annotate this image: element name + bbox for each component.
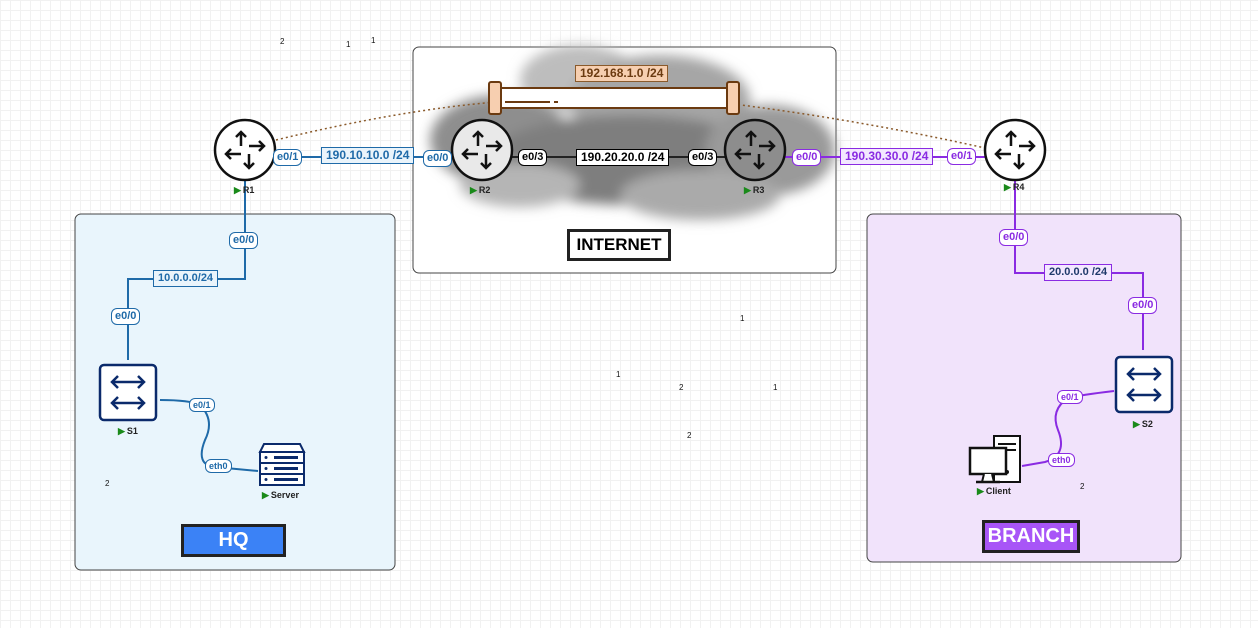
play-triangle-icon: ▶	[744, 185, 751, 195]
server-eth0-interface: eth0	[205, 459, 232, 473]
hq-zone-label: HQ	[181, 524, 286, 557]
tunnel-pipe	[488, 81, 740, 115]
client-eth0-interface: eth0	[1048, 453, 1075, 467]
branch-zone-label: BRANCH	[982, 520, 1080, 553]
r4-name: R4	[1012, 182, 1025, 192]
r2-e00-interface: e0/0	[423, 150, 453, 167]
r3-e03-interface: e0/3	[688, 149, 718, 166]
switch-s2-icon[interactable]	[1114, 355, 1174, 414]
hq-zone	[74, 213, 396, 571]
stray-mark: 1	[773, 383, 778, 392]
play-triangle-icon: ▶	[118, 426, 125, 436]
s2-e00-interface: e0/0	[1128, 297, 1158, 314]
tunnel-network-label: 192.168.1.0 /24	[575, 65, 669, 82]
r2-e03-interface: e0/3	[518, 149, 548, 166]
stray-mark: 1	[346, 40, 351, 49]
stray-mark: 1	[740, 314, 745, 323]
stray-mark: 2	[687, 431, 692, 440]
s1-name: S1	[126, 426, 138, 436]
client-name: Client	[985, 486, 1011, 496]
play-triangle-icon: ▶	[1133, 419, 1140, 429]
server-icon[interactable]	[258, 443, 306, 486]
r2-r3-network-label: 190.20.20.0 /24	[576, 149, 670, 166]
r1-e01-interface: e0/1	[273, 149, 303, 166]
internet-zone-label: INTERNET	[567, 229, 671, 261]
router-r4-icon[interactable]	[983, 118, 1047, 182]
s1-e00-interface: e0/0	[111, 308, 141, 325]
r1-name: R1	[242, 185, 255, 195]
s1-label: ▶S1	[118, 426, 138, 437]
branch-lan-network-label: 20.0.0.0 /24	[1044, 264, 1113, 281]
play-triangle-icon: ▶	[977, 486, 984, 496]
client-label: ▶Client	[977, 486, 1011, 497]
r2-name: R2	[478, 185, 491, 195]
r3-name: R3	[752, 185, 765, 195]
r3-label: ▶R3	[744, 185, 764, 196]
hq-lan-network-label: 10.0.0.0/24	[153, 270, 219, 287]
router-r1-icon[interactable]	[213, 118, 277, 182]
stray-mark: 1	[371, 36, 376, 45]
r4-label: ▶R4	[1004, 182, 1024, 193]
stray-mark: 1	[616, 370, 621, 379]
stray-mark: 2	[679, 383, 684, 392]
s2-label: ▶S2	[1133, 419, 1153, 430]
server-label: ▶Server	[262, 490, 299, 501]
tunnel-link-left	[275, 101, 497, 141]
s2-e01-interface: e0/1	[1057, 390, 1083, 404]
play-triangle-icon: ▶	[234, 185, 241, 195]
stray-mark: 2	[280, 37, 285, 46]
s2-name: S2	[1141, 419, 1153, 429]
play-triangle-icon: ▶	[262, 490, 269, 500]
switch-s1-icon[interactable]	[98, 363, 158, 422]
router-r2-icon[interactable]	[450, 118, 514, 182]
r1-r2-network-label: 190.10.10.0 /24	[321, 147, 415, 164]
router-r3-icon[interactable]	[723, 118, 787, 182]
branch-zone	[866, 213, 1182, 563]
r2-label: ▶R2	[470, 185, 490, 196]
play-triangle-icon: ▶	[1004, 182, 1011, 192]
stray-mark: 2	[1080, 482, 1085, 491]
r3-e00-interface: e0/0	[792, 149, 822, 166]
stray-mark: 2	[105, 479, 110, 488]
r1-label: ▶R1	[234, 185, 254, 196]
server-name: Server	[270, 490, 299, 500]
r3-r4-network-label: 190.30.30.0 /24	[840, 148, 934, 165]
play-triangle-icon: ▶	[470, 185, 477, 195]
r1-e00-interface: e0/0	[229, 232, 259, 249]
s1-e01-interface: e0/1	[189, 398, 215, 412]
link-s1-server	[159, 399, 259, 472]
client-pc-icon[interactable]	[968, 435, 1021, 484]
r4-e01-interface: e0/1	[947, 148, 977, 165]
r4-e00-interface: e0/0	[999, 229, 1029, 246]
